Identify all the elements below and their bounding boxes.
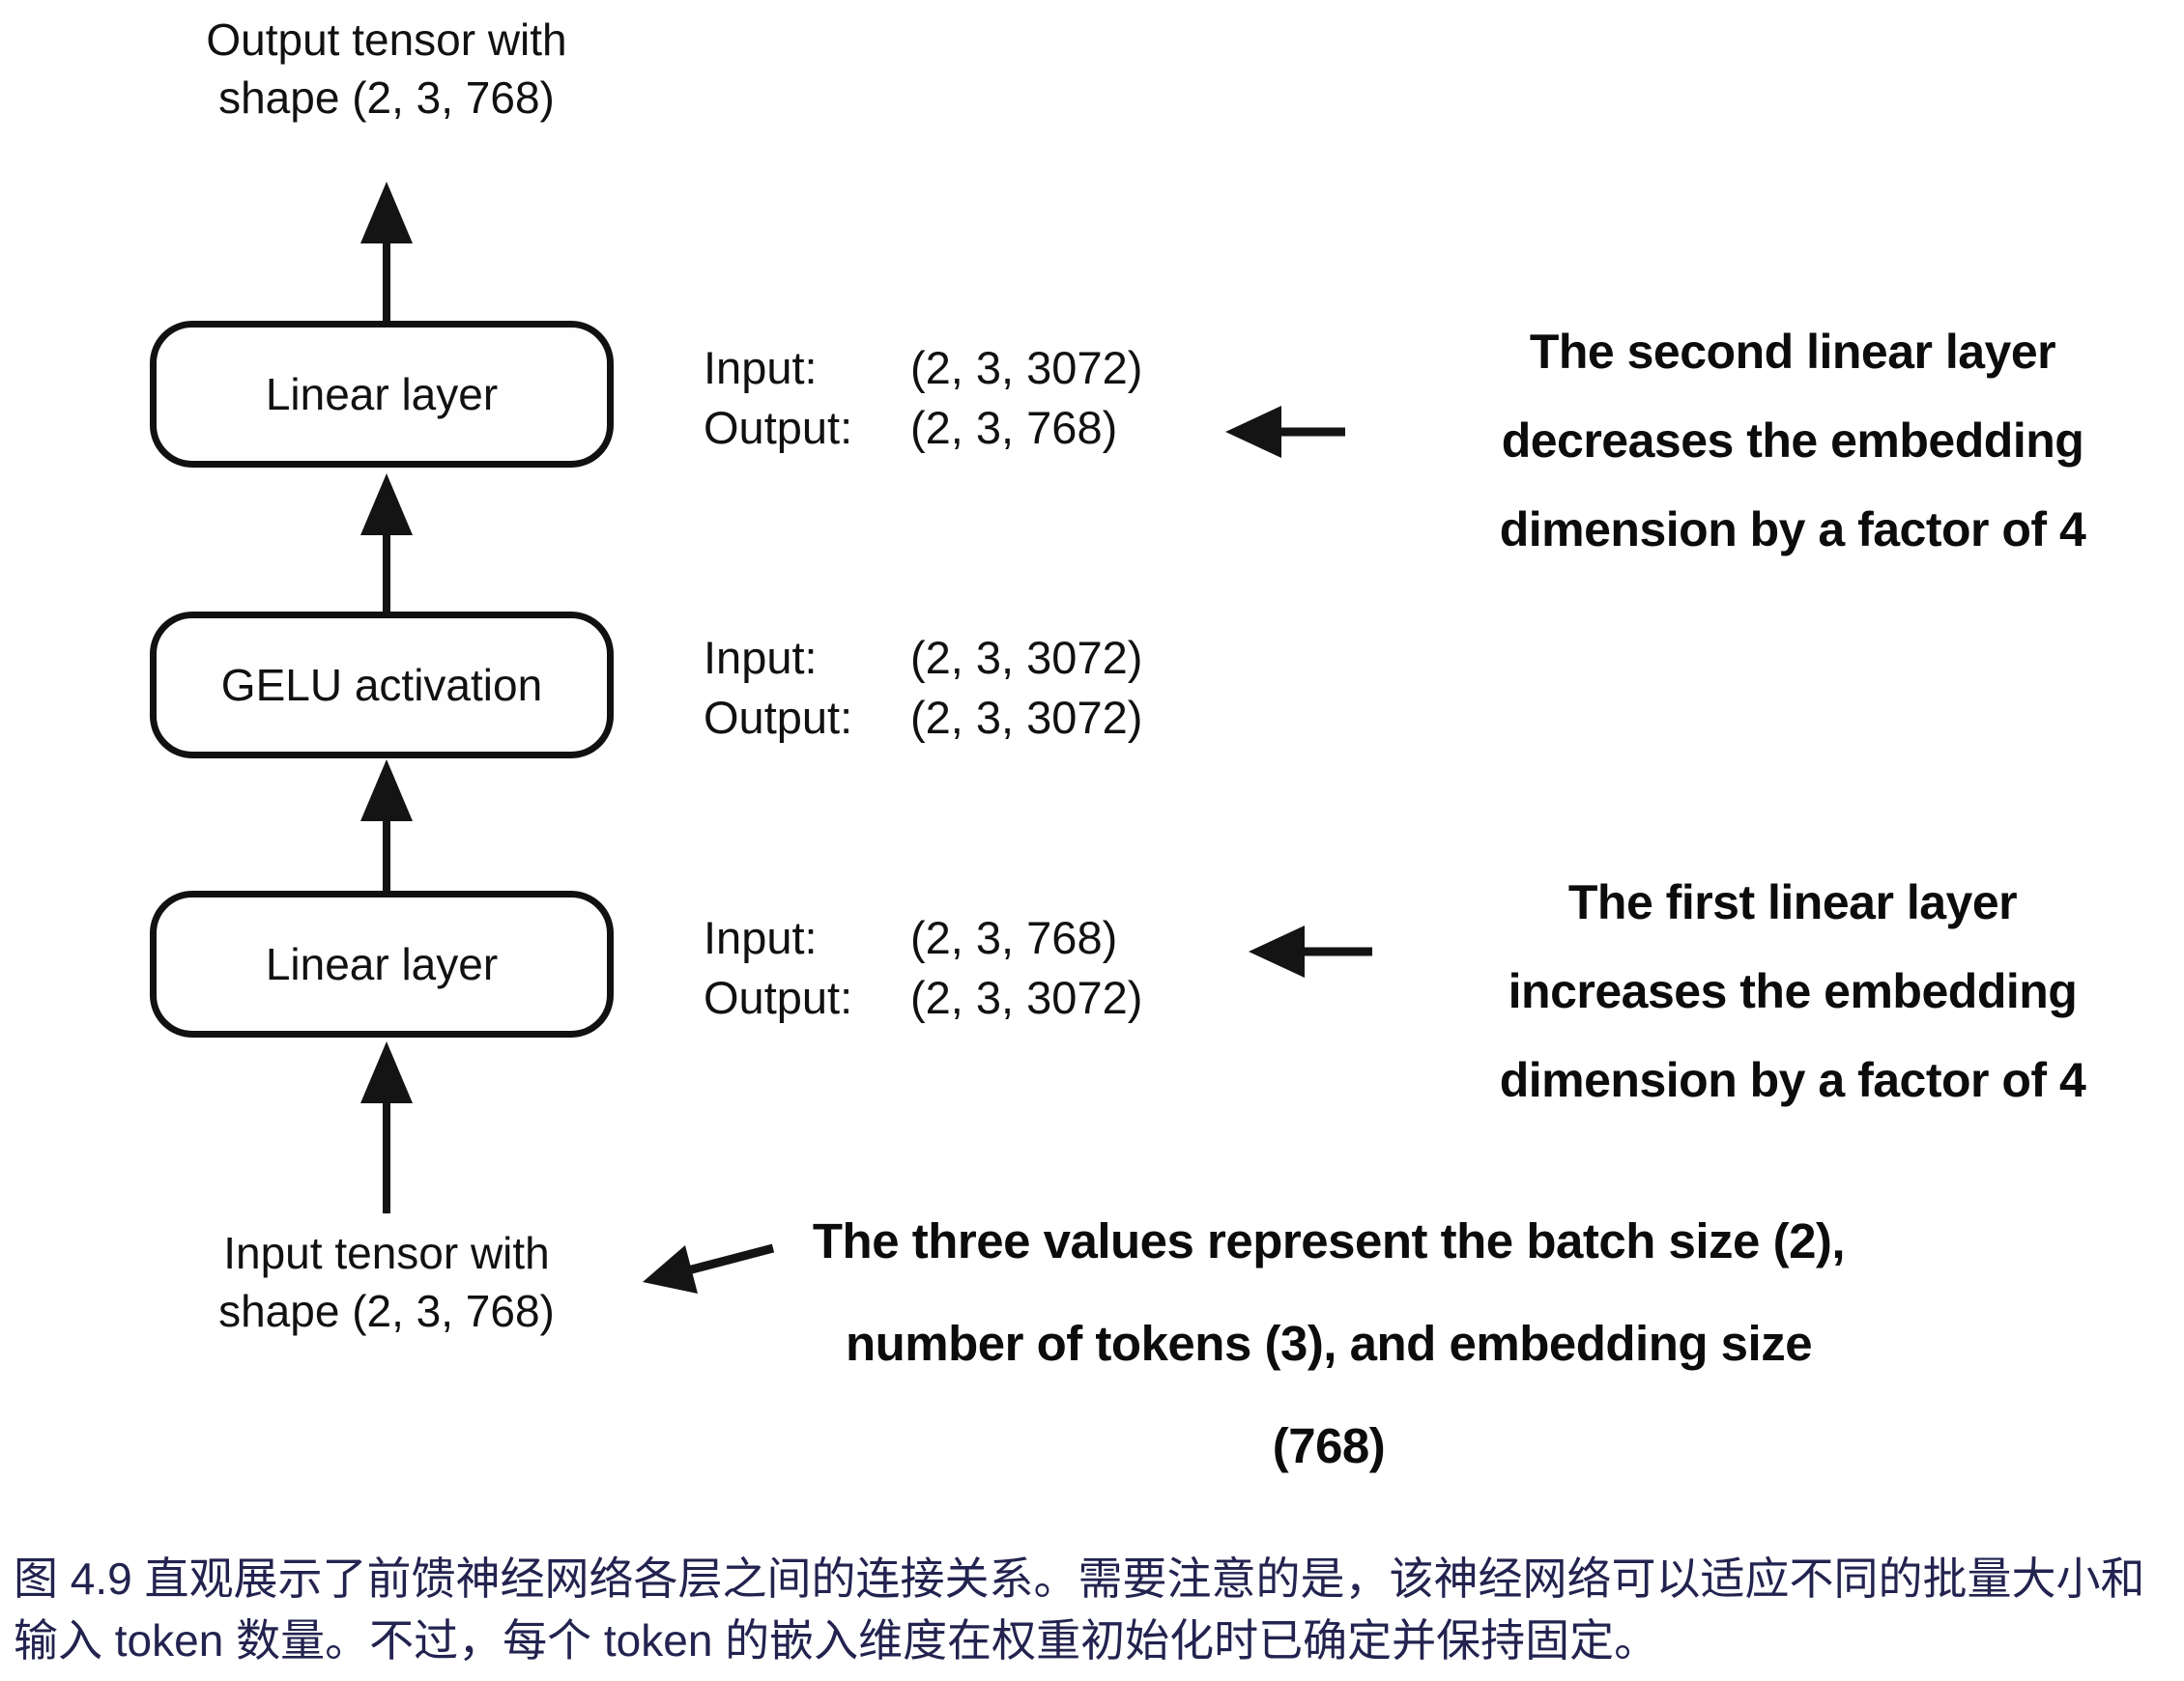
up-arrow-into-linear-layer-1-icon bbox=[360, 1041, 413, 1213]
io-input-label: Input: bbox=[704, 912, 818, 963]
io-gelu-activation: Input: (2, 3, 3072) Output: (2, 3, 3072) bbox=[704, 628, 1142, 748]
output-tensor-label-line2: shape (2, 3, 768) bbox=[218, 71, 555, 123]
note-first-linear-layer: The first linear layer increases the emb… bbox=[1440, 858, 2145, 1125]
io-linear-layer-2: Input: (2, 3, 3072) Output: (2, 3, 768) bbox=[704, 338, 1142, 458]
io-output-label: Output: bbox=[704, 692, 853, 743]
io-output-label: Output: bbox=[704, 972, 853, 1023]
figure-caption-line1: 图 4.9 直观展示了前馈神经网络各层之间的连接关系。需要注意的是，该神经网络可… bbox=[14, 1553, 2145, 1604]
figure-caption: 图 4.9 直观展示了前馈神经网络各层之间的连接关系。需要注意的是，该神经网络可… bbox=[14, 1548, 2178, 1671]
io-input-value: (2, 3, 3072) bbox=[910, 632, 1143, 683]
io-output-value: (2, 3, 3072) bbox=[910, 972, 1143, 1023]
note-first-linear-line1: The first linear layer bbox=[1567, 875, 2018, 929]
up-arrow-into-linear-layer-2-icon bbox=[360, 473, 413, 615]
io-output-label: Output: bbox=[704, 402, 853, 453]
input-tensor-label-line1: Input tensor with bbox=[223, 1228, 550, 1278]
left-arrow-first-linear-note-icon bbox=[1249, 926, 1372, 978]
node-linear-layer-2: Linear layer bbox=[150, 321, 614, 468]
output-tensor-label: Output tensor with shape (2, 3, 768) bbox=[87, 12, 686, 128]
up-arrow-into-gelu-icon bbox=[360, 759, 413, 895]
io-input-label: Input: bbox=[704, 342, 818, 393]
note-second-linear-line3: dimension by a factor of 4 bbox=[1499, 502, 2086, 556]
input-tensor-label-line2: shape (2, 3, 768) bbox=[218, 1285, 555, 1336]
io-linear-layer-1: Input: (2, 3, 768) Output: (2, 3, 3072) bbox=[704, 908, 1142, 1028]
note-second-linear-line2: decreases the embedding bbox=[1501, 413, 2084, 468]
node-gelu-activation: GELU activation bbox=[150, 612, 614, 758]
io-input-value: (2, 3, 768) bbox=[910, 912, 1118, 963]
figure-caption-line2: 输入 token 数量。不过，每个 token 的嵌入维度在权重初始化时已确定并… bbox=[14, 1615, 1659, 1666]
note-first-linear-line3: dimension by a factor of 4 bbox=[1499, 1053, 2086, 1107]
io-input-value: (2, 3, 3072) bbox=[910, 342, 1143, 393]
node-gelu-activation-label: GELU activation bbox=[220, 660, 543, 710]
node-linear-layer-1: Linear layer bbox=[150, 891, 614, 1038]
note-tensor-values: The three values represent the batch siz… bbox=[783, 1190, 1875, 1497]
input-tensor-label: Input tensor with shape (2, 3, 768) bbox=[87, 1225, 686, 1341]
io-output-value: (2, 3, 3072) bbox=[910, 692, 1143, 743]
note-second-linear-layer: The second linear layer decreases the em… bbox=[1440, 307, 2145, 574]
output-tensor-label-line1: Output tensor with bbox=[206, 14, 567, 65]
node-linear-layer-1-label: Linear layer bbox=[265, 939, 499, 989]
io-input-label: Input: bbox=[704, 632, 818, 683]
up-arrow-to-output-tensor-icon bbox=[360, 182, 413, 325]
node-linear-layer-2-label: Linear layer bbox=[265, 369, 499, 419]
note-tensor-values-line2: number of tokens (3), and embedding size bbox=[845, 1316, 1813, 1371]
note-tensor-values-line3: (768) bbox=[1272, 1418, 1386, 1473]
io-output-value: (2, 3, 768) bbox=[910, 402, 1118, 453]
left-arrow-second-linear-note-icon bbox=[1225, 406, 1345, 458]
note-tensor-values-line1: The three values represent the batch siz… bbox=[812, 1213, 1846, 1268]
note-second-linear-line1: The second linear layer bbox=[1529, 325, 2056, 379]
note-first-linear-line2: increases the embedding bbox=[1508, 964, 2078, 1018]
